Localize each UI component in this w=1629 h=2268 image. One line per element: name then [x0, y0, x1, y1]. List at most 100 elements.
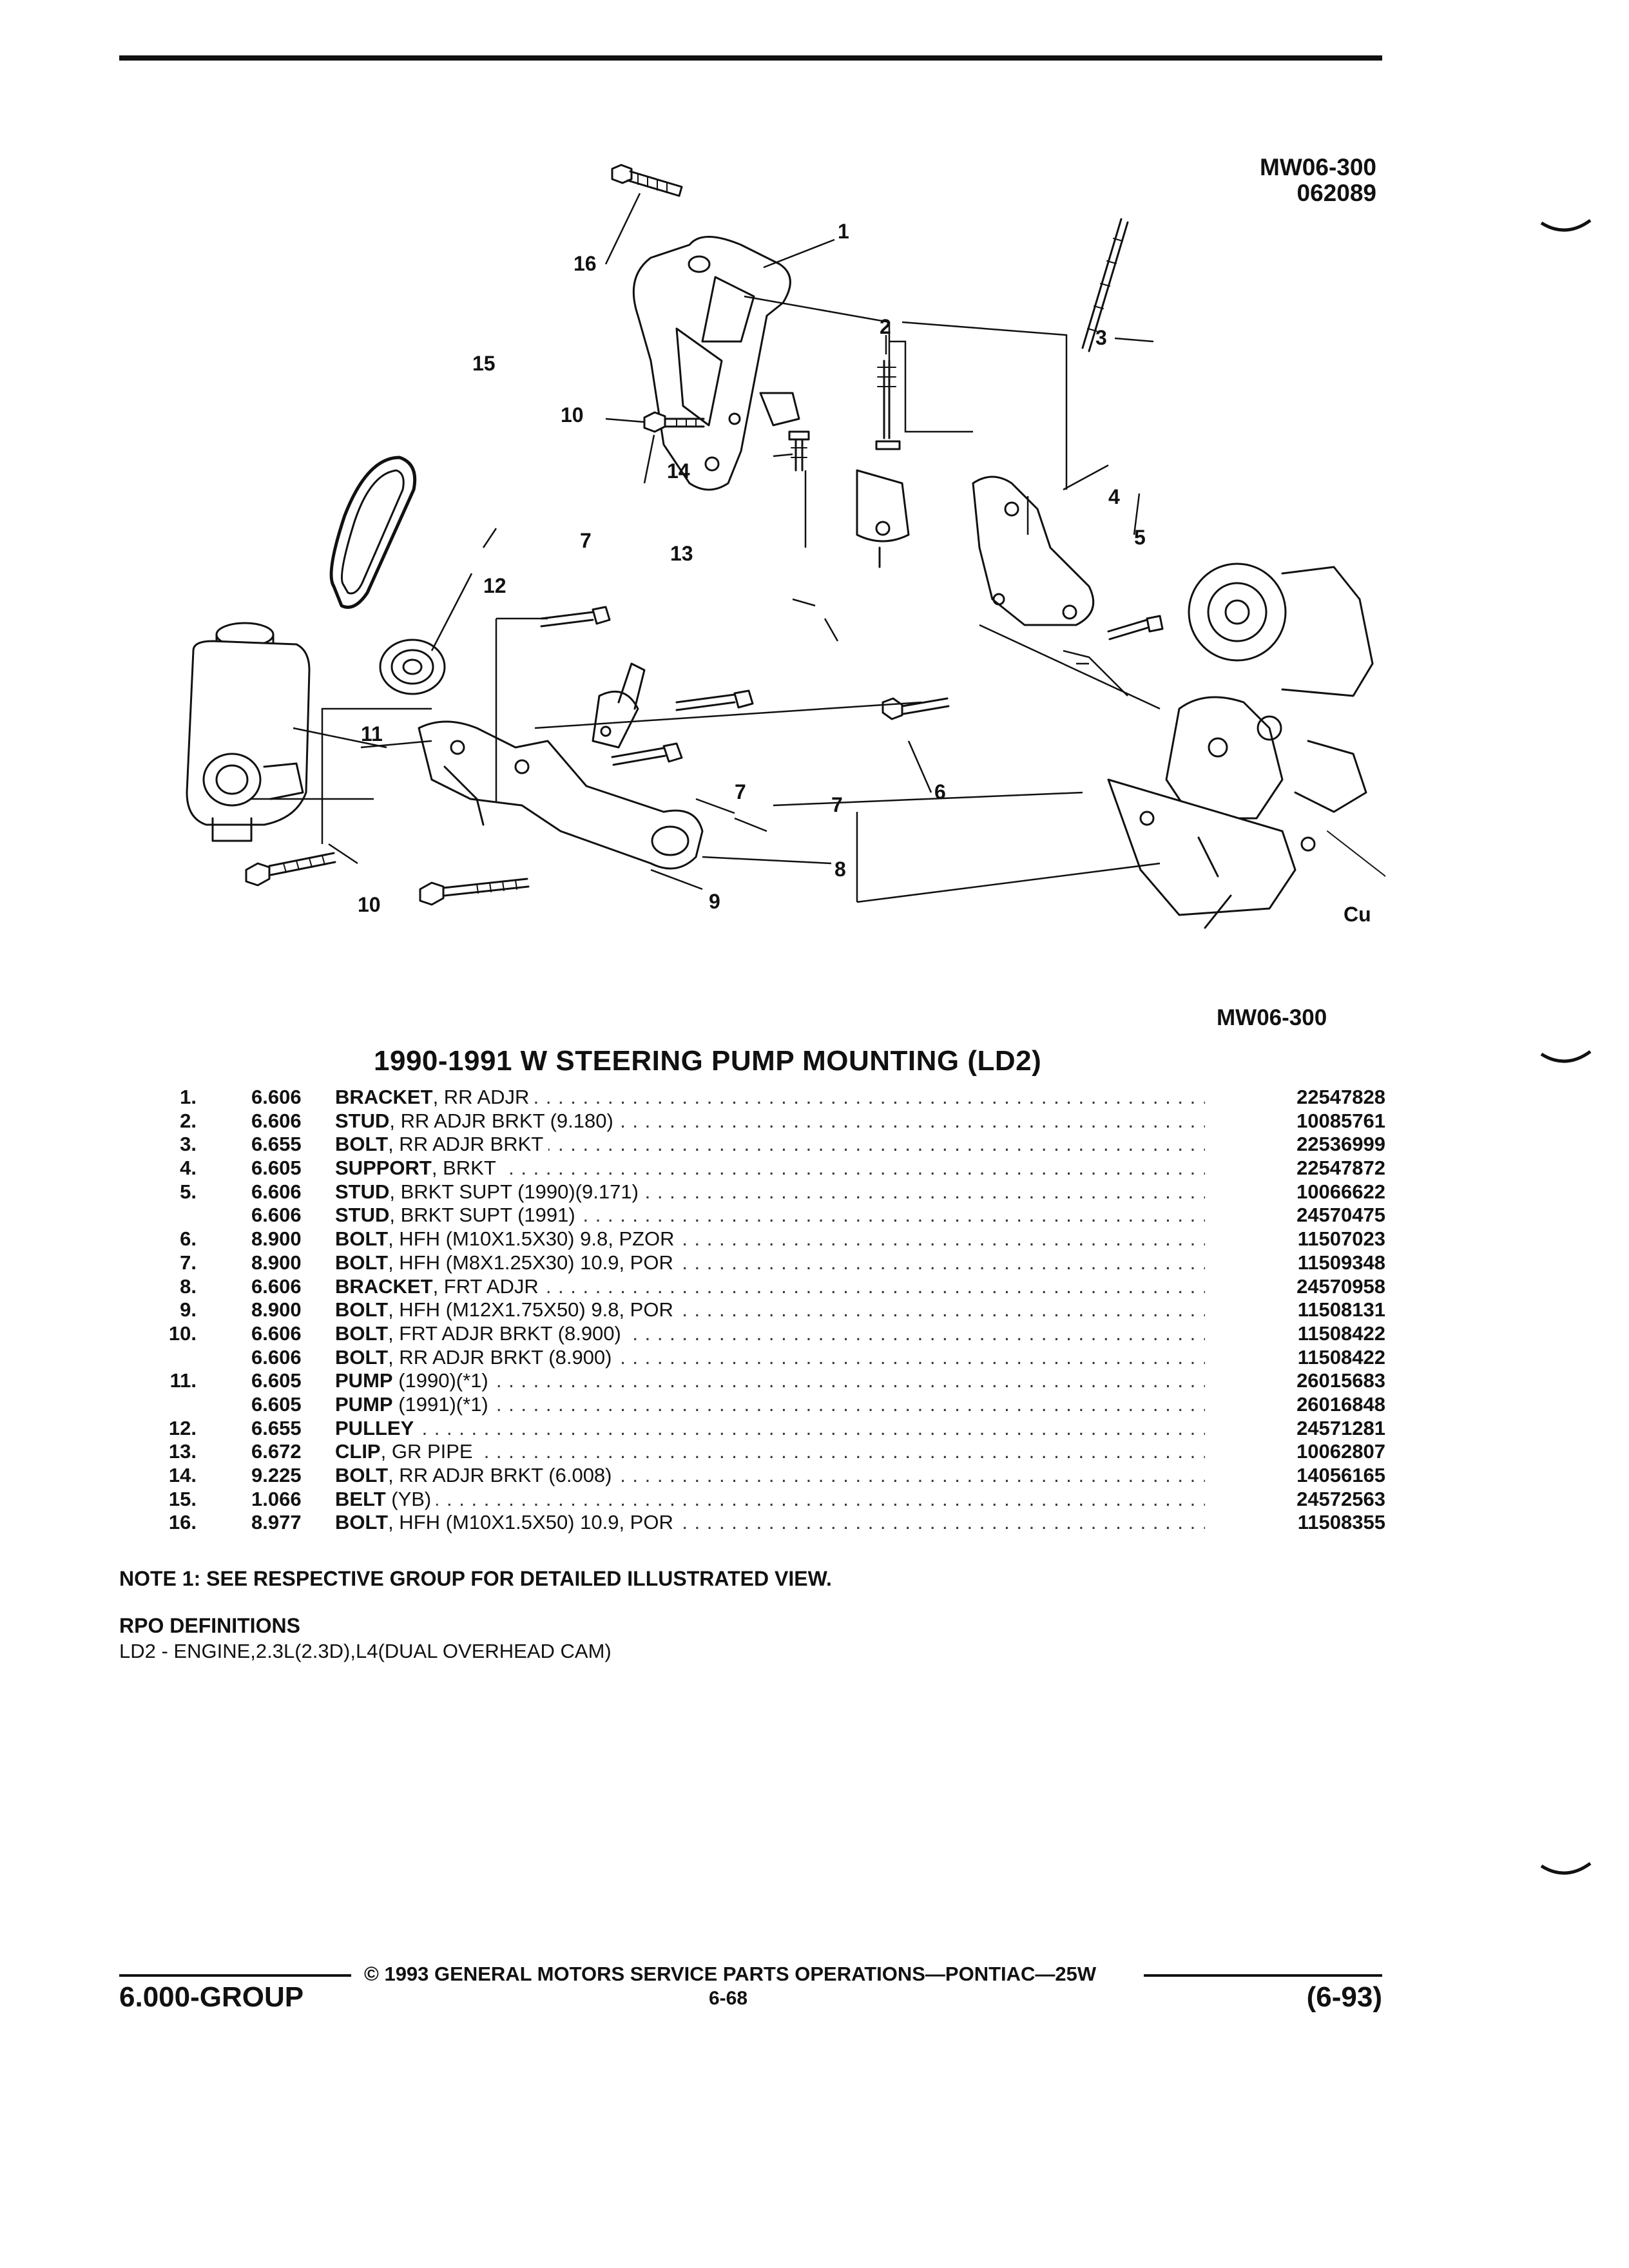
callout-6: 6	[934, 780, 946, 803]
item-number: 16.	[168, 1511, 197, 1534]
leader-lines	[293, 193, 1154, 890]
cu-logo: Cu	[1344, 903, 1371, 926]
part-name: BOLT	[335, 1227, 389, 1251]
item-number: 9.	[180, 1298, 197, 1321]
part-number: 11508131	[1297, 1298, 1385, 1321]
part-name: SUPPORT	[335, 1157, 432, 1180]
part-number: 26016848	[1296, 1392, 1385, 1416]
group-number: 6.605	[251, 1392, 302, 1416]
footer-rule-right	[1144, 1974, 1382, 1977]
part-description: BOLT, RR ADJR BRKT (6.008)	[335, 1464, 1205, 1487]
part-detail: , HFH (M12X1.75X50) 9.8, POR	[388, 1298, 673, 1321]
group-number: 6.606	[251, 1180, 302, 1203]
part-name: BELT	[335, 1487, 386, 1510]
callout-7a: 7	[580, 529, 592, 552]
part-name: BOLT	[335, 1511, 389, 1534]
part-number: 14056165	[1296, 1464, 1385, 1486]
part-number: 26015683	[1296, 1369, 1385, 1392]
rpo-heading: RPO DEFINITIONS	[119, 1614, 300, 1637]
part-detail: , HFH (M10X1.5X30) 9.8, PZOR	[388, 1227, 675, 1251]
item-number: 10.	[168, 1321, 197, 1345]
part-number: 10062807	[1296, 1440, 1385, 1463]
bolt-3-drawing	[1081, 218, 1129, 352]
group-number: 8.900	[251, 1298, 302, 1321]
part-detail: , FRT ADJR	[432, 1274, 539, 1298]
group-number: 6.606	[251, 1109, 302, 1132]
part-description: STUD, BRKT SUPT (1991)	[335, 1204, 1205, 1227]
bracket-8-drawing	[418, 720, 704, 870]
callout-12: 12	[483, 574, 506, 597]
group-number: 8.900	[251, 1227, 302, 1251]
bracket-1-drawing	[632, 236, 800, 491]
callout-16: 16	[574, 252, 597, 275]
item-number: 13.	[168, 1440, 197, 1463]
group-number: 6.672	[251, 1440, 302, 1463]
item-number: 6.	[180, 1227, 197, 1251]
part-name: PULLEY	[335, 1416, 414, 1439]
bolts-7-drawing	[540, 606, 754, 766]
part-number: 11509348	[1297, 1251, 1385, 1274]
group-number: 6.606	[251, 1345, 302, 1369]
part-name: BRACKET	[335, 1274, 433, 1298]
parts-row: 16. 8.977 BOLT, HFH (M10X1.5X50) 10.9, POR…	[148, 1511, 1385, 1535]
group-number: 8.977	[251, 1511, 302, 1534]
group-number: 6.606	[251, 1274, 302, 1298]
page-number: 6-68	[709, 1988, 748, 2009]
part-name: BOLT	[335, 1464, 389, 1486]
part-detail: (1991)(*1)	[392, 1392, 488, 1416]
bolt-6-drawing	[882, 697, 950, 720]
top-rule	[119, 55, 1382, 61]
bolt-10-upper-drawing	[643, 411, 705, 433]
callout-15: 15	[472, 352, 496, 375]
item-number: 15.	[168, 1487, 197, 1510]
part-description: CLIP, GR PIPE	[335, 1440, 1205, 1463]
part-description: PUMP (1991)(*1)	[335, 1392, 1205, 1416]
part-description: BOLT, FRT ADJR BRKT (8.900)	[335, 1321, 1205, 1345]
callout-7b: 7	[735, 780, 746, 803]
part-detail: , FRT ADJR BRKT (8.900)	[388, 1321, 621, 1345]
item-number: 8.	[180, 1274, 197, 1298]
figure-reference: MW06-300	[1217, 1005, 1327, 1030]
parts-row: 13. 6.672 CLIP, GR PIPE 10062807	[148, 1440, 1385, 1464]
item-number: 1.	[180, 1086, 197, 1108]
part-description: PULLEY	[335, 1416, 1205, 1440]
part-description: STUD, BRKT SUPT (1990)(9.171)	[335, 1180, 1205, 1204]
part-number: 11508422	[1297, 1345, 1385, 1369]
callout-5: 5	[1134, 526, 1146, 549]
item-number: 7.	[180, 1251, 197, 1274]
part-detail: , HFH (M8X1.25X30) 10.9, POR	[388, 1251, 673, 1274]
footer-rule-left	[119, 1974, 351, 1977]
group-number: 8.900	[251, 1251, 302, 1274]
group-number: 6.605	[251, 1369, 302, 1392]
exploded-parts-diagram: 1 2 3 4 5 6 7 7 7 8 9 10 10 11 12 13 14 …	[186, 164, 1385, 929]
group-number: 6.655	[251, 1416, 302, 1439]
parts-row: 6.605 PUMP (1991)(*1) 26016848	[148, 1392, 1385, 1417]
part-number: 10085761	[1296, 1109, 1385, 1132]
part-detail: , HFH (M10X1.5X50) 10.9, POR	[388, 1511, 673, 1534]
callout-8: 8	[834, 858, 846, 881]
item-number: 4.	[180, 1157, 197, 1180]
part-description: BELT (YB)	[335, 1487, 1205, 1511]
figure-id-code: MW06-300	[1260, 154, 1376, 180]
part-description: BOLT, HFH (M10X1.5X50) 10.9, POR	[335, 1511, 1205, 1534]
footer-group: 6.000-GROUP	[119, 1981, 304, 2013]
item-number: 14.	[168, 1464, 197, 1486]
callout-numbers: 1 2 3 4 5 6 7 7 7 8 9 10 10 11 12 13 14 …	[358, 220, 1371, 926]
group-number: 9.225	[251, 1464, 302, 1486]
part-detail: , BRKT	[431, 1157, 496, 1180]
support-4-drawing	[972, 476, 1095, 626]
part-name: BOLT	[335, 1345, 389, 1369]
callout-7c: 7	[831, 793, 843, 816]
